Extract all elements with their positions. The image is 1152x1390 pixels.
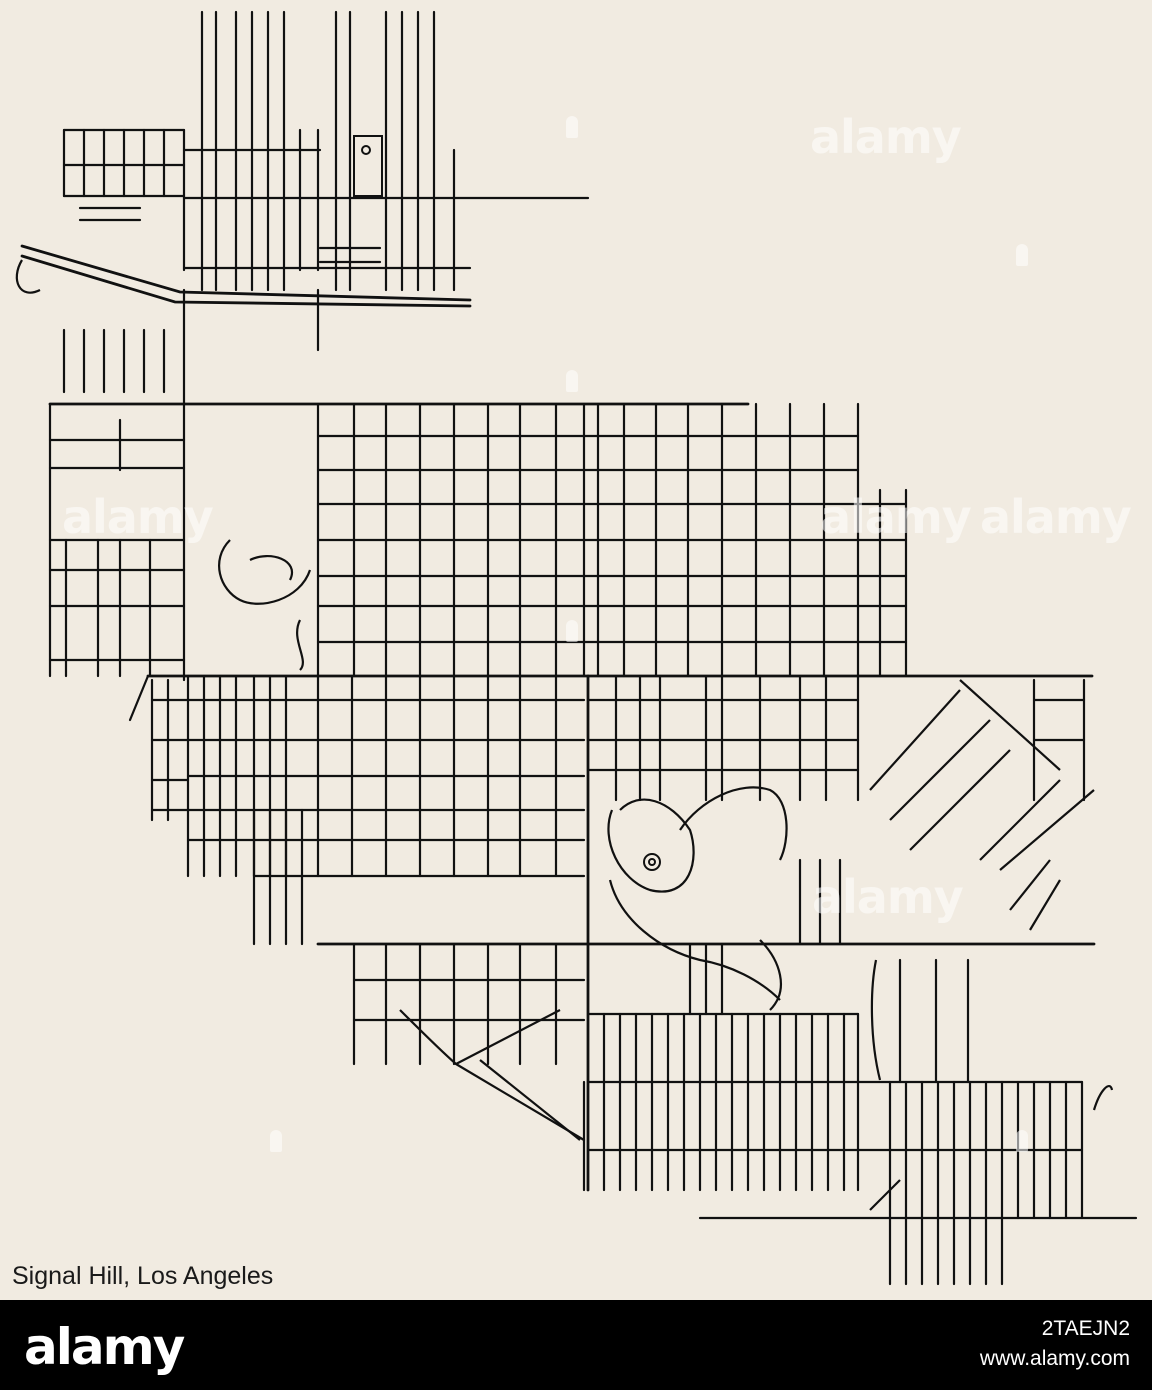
alamy-logo: alamy (24, 1318, 185, 1376)
curved-roads (15, 259, 1114, 1211)
road-network (15, 10, 1138, 1286)
street (128, 674, 150, 722)
landmark-circle (353, 135, 661, 871)
image-id: 2TAEJN2 (1041, 1317, 1130, 1340)
image-info: 2TAEJN2 www.alamy.com (980, 1314, 1130, 1374)
site-url: www.alamy.com (979, 1347, 1130, 1370)
map-title: Signal Hill, Los Angeles (12, 1262, 274, 1290)
footer-bar: alamy 2TAEJN2 www.alamy.com (0, 1300, 1152, 1390)
freeway-2 (20, 254, 472, 308)
street-map (15, 10, 1138, 1286)
freeway-1 (20, 244, 472, 302)
